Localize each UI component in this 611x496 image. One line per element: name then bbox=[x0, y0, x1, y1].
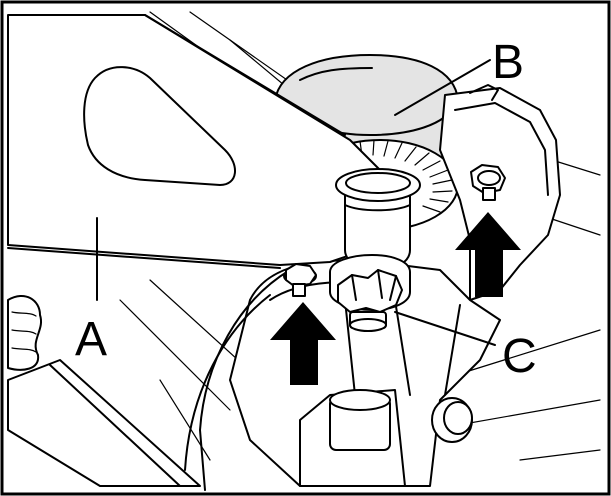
control-arm-a bbox=[7, 14, 396, 269]
tie-rod bbox=[7, 295, 201, 487]
bracket-bolt-top bbox=[470, 164, 506, 201]
arrow-up-icon bbox=[455, 212, 521, 297]
callout-c: C bbox=[502, 330, 537, 383]
leader-lines bbox=[96, 59, 496, 346]
castle-nut-c bbox=[329, 254, 411, 332]
wheel-housing bbox=[184, 269, 291, 491]
strut-shaft bbox=[335, 168, 421, 271]
leader-line-b bbox=[394, 59, 491, 116]
callout-b: B bbox=[492, 36, 524, 89]
callout-a: A bbox=[75, 313, 107, 366]
leader-line-c bbox=[394, 311, 496, 346]
bracket-bolt-left bbox=[283, 263, 317, 297]
arrow-up-icon bbox=[270, 302, 336, 385]
